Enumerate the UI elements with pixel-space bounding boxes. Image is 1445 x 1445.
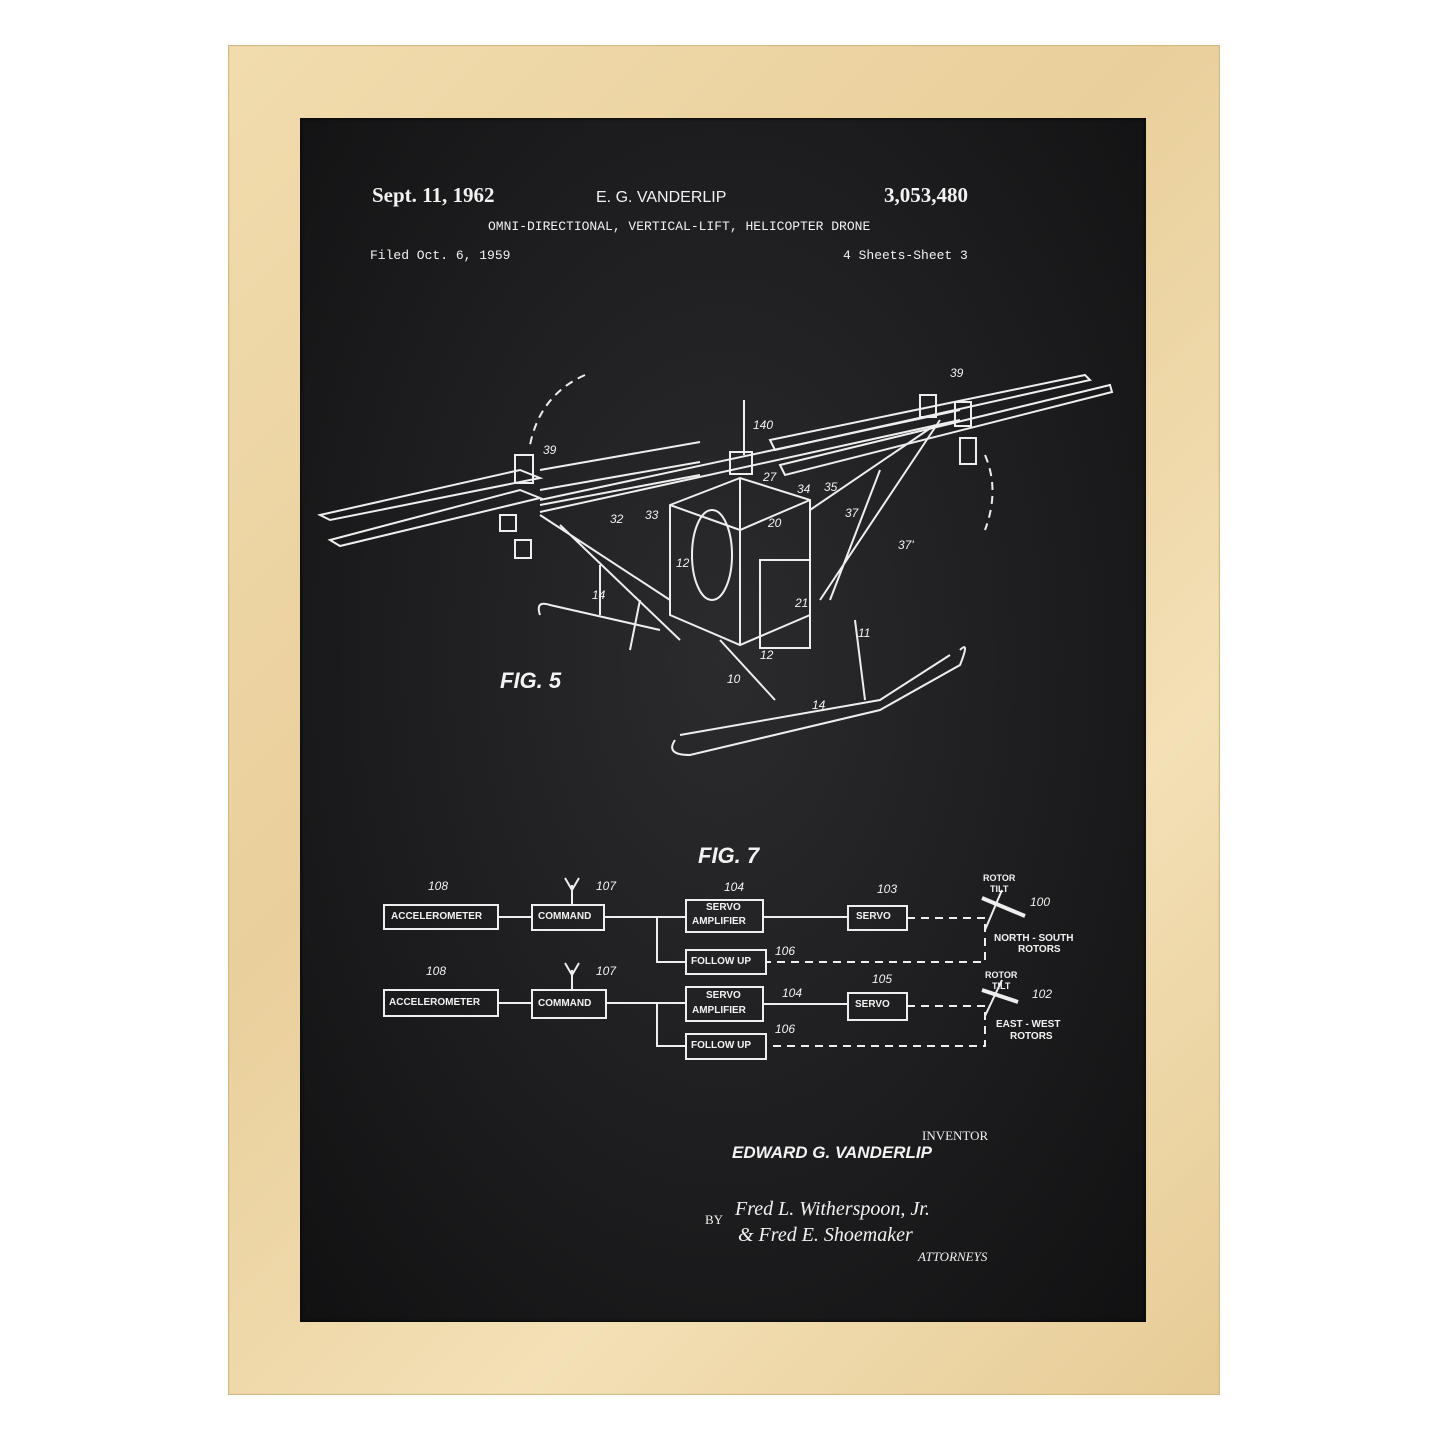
ref-label: 108 (428, 879, 449, 893)
command-block: COMMAND (538, 911, 592, 922)
filed-date: Filed Oct. 6, 1959 (370, 248, 511, 263)
ref-label: 12 (760, 648, 774, 662)
fig7-label: FIG. 7 (698, 843, 760, 868)
ref-label: 14 (812, 698, 826, 712)
sheets: 4 Sheets-Sheet 3 (843, 248, 968, 263)
patent-date: Sept. 11, 1962 (372, 183, 495, 207)
servo-amp-block-line2: AMPLIFIER (692, 916, 746, 927)
rotors-line1: NORTH - SOUTH (994, 933, 1074, 944)
ref-label: 140 (753, 418, 774, 432)
attorneys-label: ATTORNEYS (918, 1249, 988, 1264)
ref-label: 10 (727, 672, 741, 686)
ref-label: 21 (795, 596, 809, 610)
servo-amp-block-line1: SERVO (706, 902, 741, 913)
ref-label: 14 (592, 588, 606, 602)
servo-amp-block-line1: SERVO (706, 990, 741, 1001)
rotors-line1: EAST - WEST (996, 1019, 1061, 1030)
ref-label: 106 (775, 1022, 796, 1036)
ref-label: 12 (676, 556, 690, 570)
follow-up-block: FOLLOW UP (691, 956, 751, 967)
follow-up-block: FOLLOW UP (691, 1040, 751, 1051)
ref-label: 104 (724, 880, 745, 894)
rotor-tilt-line2: TILT (992, 981, 1011, 991)
ref-label: 35 (824, 480, 838, 494)
ref-label: 103 (877, 882, 898, 896)
rotor-tilt-line1: ROTOR (983, 873, 1016, 883)
accelerometer-block: ACCELEROMETER (389, 997, 481, 1008)
attorney-signature-1: Fred L. Witherspoon, Jr. (735, 1198, 930, 1220)
ref-label: 100 (1030, 895, 1051, 909)
ref-label: 39 (543, 443, 557, 457)
ref-label: 33 (645, 508, 659, 522)
rotor-tilt-line1: ROTOR (985, 970, 1018, 980)
patent-title: OMNI-DIRECTIONAL, VERTICAL-LIFT, HELICOP… (488, 219, 871, 234)
ref-label: 108 (426, 964, 447, 978)
fig5-label: FIG. 5 (500, 668, 562, 693)
inventor-name: EDWARD G. VANDERLIP (732, 1143, 932, 1162)
ref-label: 20 (768, 516, 782, 530)
rotors-line2: ROTORS (1018, 944, 1061, 955)
by-label: BY (705, 1212, 724, 1227)
ref-label: 107 (596, 879, 617, 893)
servo-block: SERVO (856, 911, 891, 922)
ref-label: 39 (950, 366, 964, 380)
ref-label: 37' (898, 538, 914, 552)
ref-label: 37 (845, 506, 859, 520)
helicopter-drawing (317, 373, 1114, 757)
inventor-short: E. G. VANDERLIP (596, 189, 727, 206)
accelerometer-block: ACCELEROMETER (391, 911, 483, 922)
inventor-label: INVENTOR (922, 1128, 989, 1143)
ref-label: 104 (782, 986, 803, 1000)
ref-label: 32 (610, 512, 624, 526)
servo-block: SERVO (855, 999, 890, 1010)
ref-label: 102 (1032, 987, 1053, 1001)
ref-label: 34 (797, 482, 811, 496)
ref-label: 11 (858, 626, 871, 640)
patent-number: 3,053,480 (884, 183, 968, 207)
servo-amp-block-line2: AMPLIFIER (692, 1005, 746, 1016)
patent-poster (300, 118, 1146, 1322)
command-block: COMMAND (538, 998, 592, 1009)
rotors-line2: ROTORS (1010, 1031, 1053, 1042)
ref-label: 106 (775, 944, 796, 958)
block-diagram-lines (383, 877, 1026, 1060)
ref-label: 27 (763, 470, 777, 484)
rotor-tilt-line2: TILT (990, 884, 1009, 894)
ref-label: 107 (596, 964, 617, 978)
ref-label: 105 (872, 972, 893, 986)
attorney-signature-2: & Fred E. Shoemaker (738, 1224, 913, 1246)
